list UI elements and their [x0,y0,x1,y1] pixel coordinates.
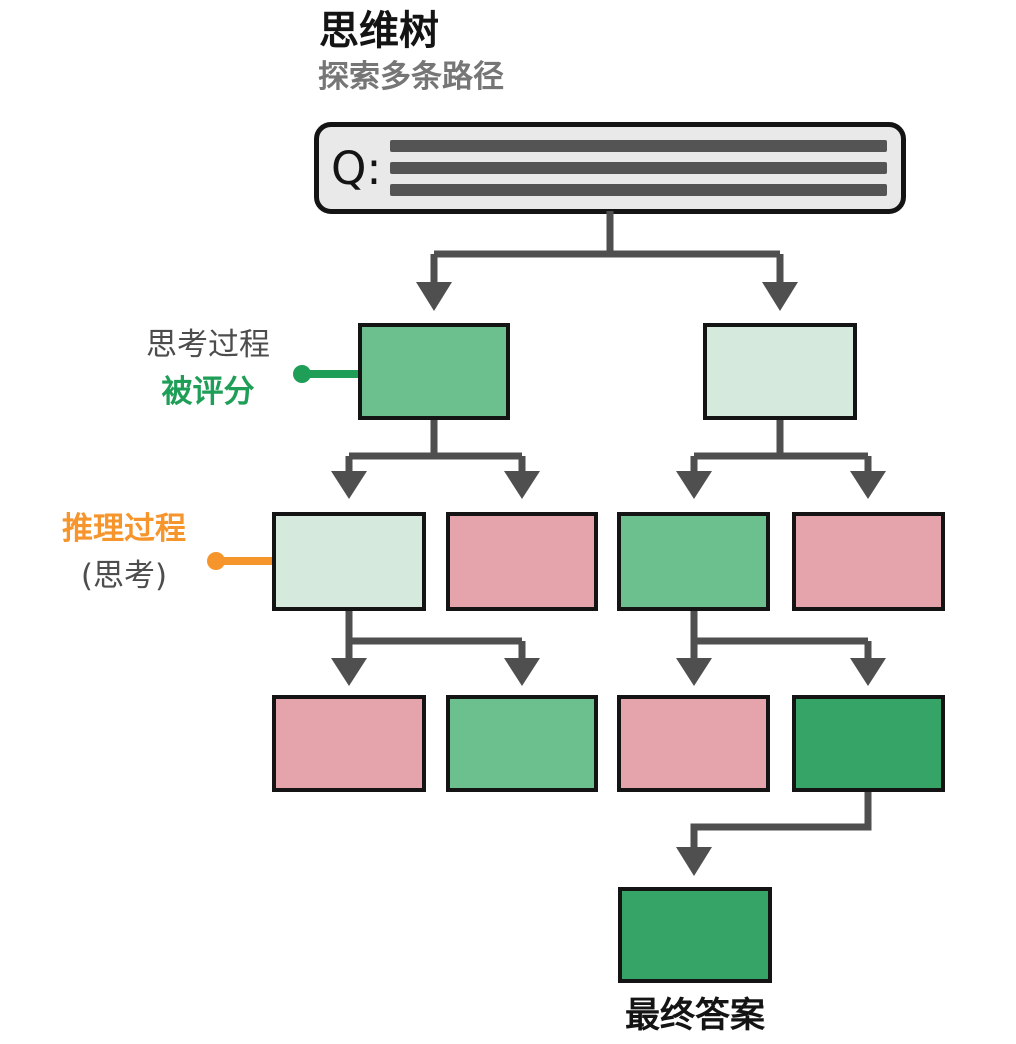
node-row1-right-scored-low [703,323,857,420]
node-row2-1 [272,512,426,611]
connector-row3-to-final [676,791,872,876]
question-text-bar [389,184,887,196]
arrow-down-icon [331,471,367,499]
arrow-down-icon [850,658,886,686]
scored-annotation: 思考过程 被评分 [106,322,310,416]
arrow-down-icon [504,658,540,686]
reasoning-annotation-line1: 推理过程 [62,511,186,547]
connector-row2-left-to-row3 [331,610,540,686]
node-row2-3 [617,512,770,611]
connector-row1-right-to-row2 [676,419,886,499]
arrow-down-icon [504,471,540,499]
arrow-down-icon [762,282,798,311]
arrow-down-icon [850,471,886,499]
scored-annotation-line2: 被评分 [161,374,255,410]
question-text-bar [389,140,887,152]
question-box: Q: [314,122,906,214]
node-row3-1 [272,695,426,792]
question-text-bar [389,162,887,174]
node-row1-left-scored-high [358,323,510,420]
reasoning-annotation-line2: (思考) [80,558,168,594]
final-answer-caption: 最终答案 [624,996,765,1036]
node-row3-2 [446,695,598,792]
node-row3-4-best-path [792,695,945,792]
connector-question-to-row1 [416,211,798,311]
arrow-down-icon [331,658,367,686]
arrow-down-icon [676,847,712,876]
question-prefix: Q: [331,141,382,195]
node-row2-2 [446,512,598,611]
page-title: 思维树 [319,8,439,54]
node-row2-4 [792,512,945,611]
arrow-down-icon [416,282,452,311]
reasoning-annotation: 推理过程 (思考) [22,506,226,600]
page-subtitle: 探索多条路径 [318,59,504,95]
scored-annotation-line1: 思考过程 [146,327,270,363]
question-text-lines [389,140,887,196]
arrow-down-icon [676,658,712,686]
arrow-down-icon [676,471,712,499]
connector-row2-right-to-row3 [676,610,886,686]
node-row3-3 [617,695,770,792]
connector-row1-left-to-row2 [331,419,540,499]
node-final-answer [618,887,772,983]
